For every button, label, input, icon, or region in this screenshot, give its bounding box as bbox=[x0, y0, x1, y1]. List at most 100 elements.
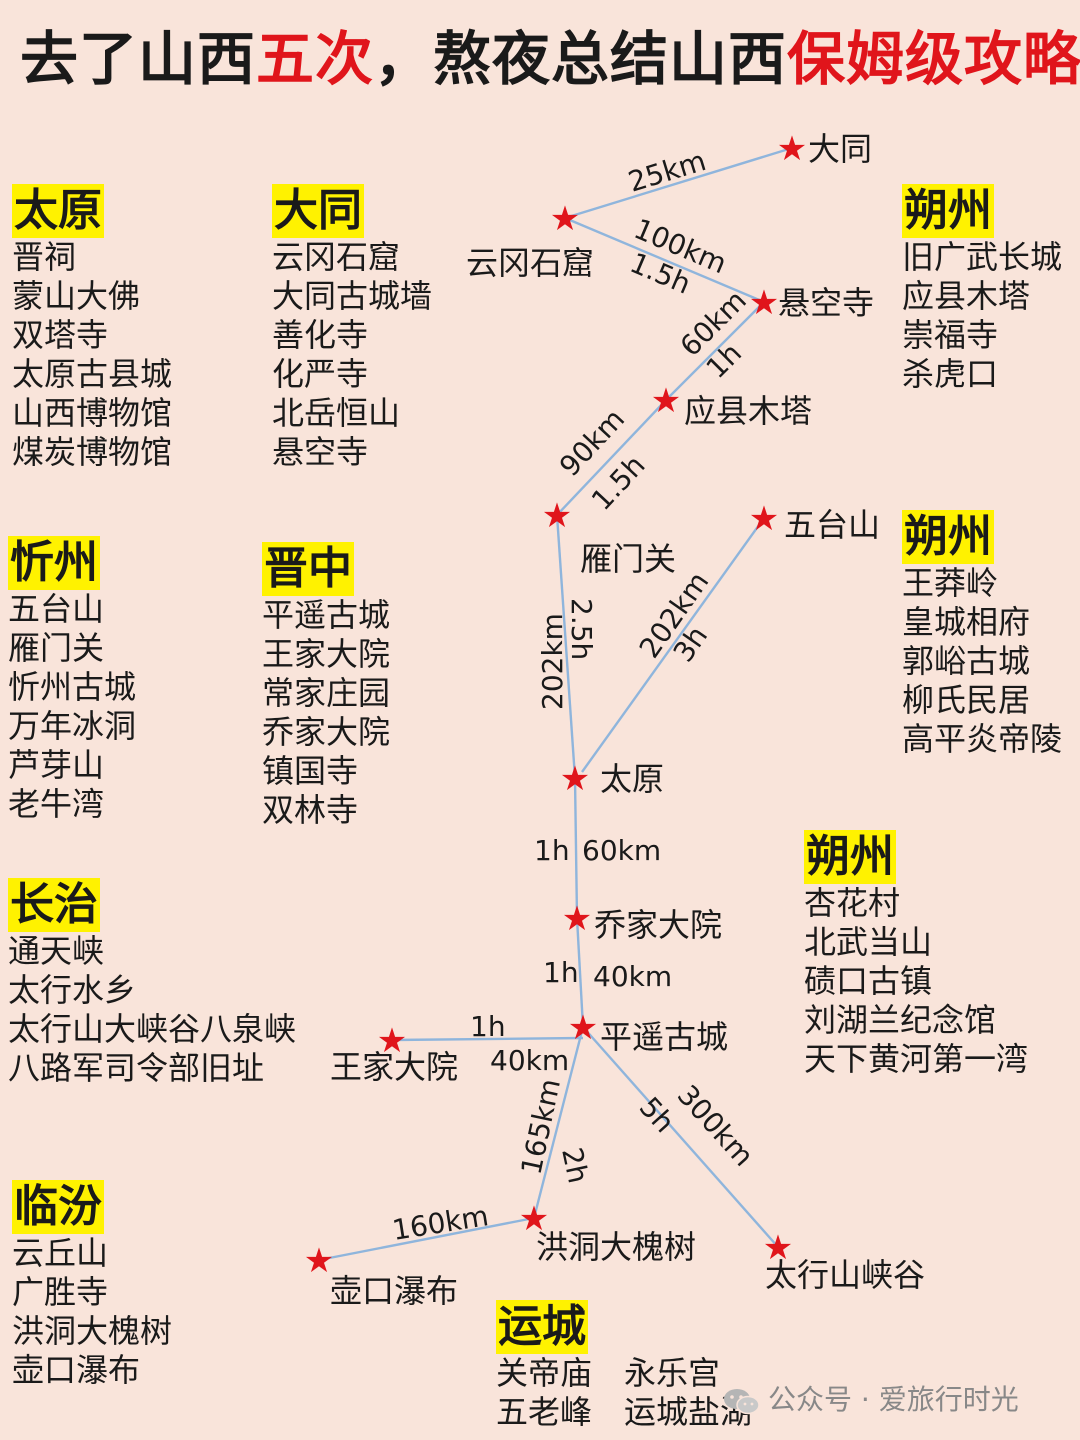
route-line bbox=[564, 216, 765, 304]
list-item: 关帝庙 永乐宫 bbox=[496, 1354, 721, 1392]
region-linfen: 临汾 云丘山 广胜寺 洪洞大槐树 壶口瀑布 bbox=[12, 1180, 172, 1390]
list-item: 蒙山大佛 bbox=[12, 277, 141, 315]
route-line bbox=[581, 517, 765, 773]
title-part-3: ，熬夜总结山西 bbox=[374, 25, 788, 93]
place-label: 太行山峡谷 bbox=[765, 1256, 925, 1294]
title-part-2: 五次 bbox=[256, 25, 375, 93]
list-item: 高平炎帝陵 bbox=[902, 720, 1063, 758]
route-line bbox=[575, 917, 585, 1028]
list-item: 刘湖兰纪念馆 bbox=[804, 1001, 997, 1039]
list-item: 柳氏民居 bbox=[902, 681, 1031, 719]
region-yuncheng: 运城 关帝庙 永乐宫 五老峰 运城盐湖 bbox=[496, 1300, 752, 1432]
list-item: 八路军司令部旧址 bbox=[8, 1049, 265, 1087]
star-icon: ★ bbox=[560, 759, 590, 799]
edge-time-label: 1h bbox=[470, 1010, 506, 1043]
route-line bbox=[556, 399, 667, 516]
list-item: 洪洞大槐树 bbox=[12, 1312, 173, 1350]
region-heading: 长治 bbox=[8, 878, 100, 932]
list-item: 通天峡 bbox=[8, 932, 105, 970]
list-item: 悬空寺 bbox=[272, 433, 369, 471]
region-heading: 运城 bbox=[496, 1300, 588, 1354]
region-jinzhong: 晋中 平遥古城 王家大院 常家庄园 乔家大院 镇国寺 双林寺 bbox=[262, 542, 390, 830]
route-line bbox=[564, 146, 793, 220]
route-line bbox=[555, 514, 577, 779]
edge-distance-label: 40km bbox=[490, 1044, 569, 1077]
edge-distance-label: 40km bbox=[593, 960, 672, 993]
list-item: 芦芽山 bbox=[8, 746, 105, 784]
region-heading: 朔州 bbox=[902, 184, 994, 238]
route-lines bbox=[318, 146, 793, 1262]
route-line bbox=[532, 1026, 585, 1219]
edge-distance-label: 25km bbox=[624, 144, 709, 199]
edge-distance-label: 300km bbox=[671, 1079, 760, 1173]
region-heading: 朔州 bbox=[902, 510, 994, 564]
list-item: 忻州古城 bbox=[8, 668, 137, 706]
place-label: 应县木塔 bbox=[684, 392, 812, 430]
star-icon: ★ bbox=[777, 129, 807, 169]
list-item: 山西博物馆 bbox=[12, 394, 173, 432]
route-line bbox=[391, 1036, 584, 1042]
list-item: 云丘山 bbox=[12, 1234, 109, 1272]
place-label: 壶口瀑布 bbox=[330, 1272, 458, 1310]
star-icon: ★ bbox=[749, 499, 779, 539]
star-icon: ★ bbox=[542, 496, 572, 536]
region-datong: 大同 云冈石窟 大同古城墙 善化寺 化严寺 北岳恒山 悬空寺 bbox=[272, 184, 432, 472]
star-icon: ★ bbox=[763, 1228, 793, 1268]
list-item: 雁门关 bbox=[8, 629, 105, 667]
route-line bbox=[318, 1216, 535, 1262]
list-item: 广胜寺 bbox=[12, 1273, 109, 1311]
star-icon: ★ bbox=[550, 199, 580, 239]
list-item: 五台山 bbox=[8, 590, 105, 628]
star-icon: ★ bbox=[749, 283, 779, 323]
star-icon: ★ bbox=[562, 899, 592, 939]
star-icon: ★ bbox=[304, 1241, 334, 1281]
route-line bbox=[573, 777, 579, 919]
place-label: 洪洞大槐树 bbox=[536, 1228, 696, 1266]
place-label: 大同 bbox=[808, 130, 872, 168]
region-shuozhou-1: 朔州 旧广武长城 应县木塔 崇福寺 杀虎口 bbox=[902, 184, 1062, 394]
list-item: 王家大院 bbox=[262, 635, 391, 673]
list-item: 碛口古镇 bbox=[804, 962, 933, 1000]
list-item: 壶口瀑布 bbox=[12, 1351, 141, 1389]
list-item: 化严寺 bbox=[272, 355, 369, 393]
title-part-1: 去了山西 bbox=[20, 25, 257, 93]
title-part-4: 保姆级攻略 bbox=[787, 25, 1080, 93]
list-item: 老牛湾 bbox=[8, 785, 105, 823]
place-label: 云冈石窟 bbox=[466, 244, 594, 282]
list-item: 常家庄园 bbox=[262, 674, 391, 712]
watermark-text: 公众号 · 爱旅行时光 bbox=[768, 1383, 1019, 1416]
list-item: 太行山大峡谷八泉峡 bbox=[8, 1010, 297, 1048]
edge-time-label: 1h bbox=[543, 956, 579, 989]
list-item: 杀虎口 bbox=[902, 355, 999, 393]
region-heading: 太原 bbox=[12, 184, 104, 238]
region-shuozhou-3: 朔州 杏花村 北武当山 碛口古镇 刘湖兰纪念馆 天下黄河第一湾 bbox=[804, 830, 1028, 1079]
list-item: 应县木塔 bbox=[902, 277, 1031, 315]
star-icon: ★ bbox=[568, 1008, 598, 1048]
list-item: 煤炭博物馆 bbox=[12, 433, 173, 471]
list-item: 晋祠 bbox=[12, 238, 77, 276]
list-item: 北岳恒山 bbox=[272, 394, 401, 432]
list-item: 太原古县城 bbox=[12, 355, 173, 393]
region-heading: 晋中 bbox=[262, 542, 354, 596]
list-item: 双林寺 bbox=[262, 791, 359, 829]
list-item: 善化寺 bbox=[272, 316, 369, 354]
region-heading: 大同 bbox=[272, 184, 364, 238]
watermark: 公众号 · 爱旅行时光 bbox=[722, 1378, 1019, 1418]
list-item: 平遥古城 bbox=[262, 596, 391, 634]
list-item: 乔家大院 bbox=[262, 713, 391, 751]
region-taiyuan: 太原 晋祠 蒙山大佛 双塔寺 太原古县城 山西博物馆 煤炭博物馆 bbox=[12, 184, 172, 472]
list-item: 万年冰洞 bbox=[8, 707, 137, 745]
place-label: 平遥古城 bbox=[600, 1018, 728, 1056]
place-label: 五台山 bbox=[784, 506, 880, 544]
place-label: 悬空寺 bbox=[778, 284, 874, 322]
star-icon: ★ bbox=[377, 1021, 407, 1061]
list-item: 五老峰 运城盐湖 bbox=[496, 1393, 753, 1431]
star-icon: ★ bbox=[651, 381, 681, 421]
region-changzhi: 长治 通天峡 太行水乡 太行山大峡谷八泉峡 八路军司令部旧址 bbox=[8, 878, 296, 1088]
place-label: 太原 bbox=[600, 760, 664, 798]
list-item: 双塔寺 bbox=[12, 316, 109, 354]
list-item: 郭峪古城 bbox=[902, 642, 1031, 680]
route-line bbox=[582, 1026, 779, 1248]
route-line bbox=[665, 301, 765, 401]
